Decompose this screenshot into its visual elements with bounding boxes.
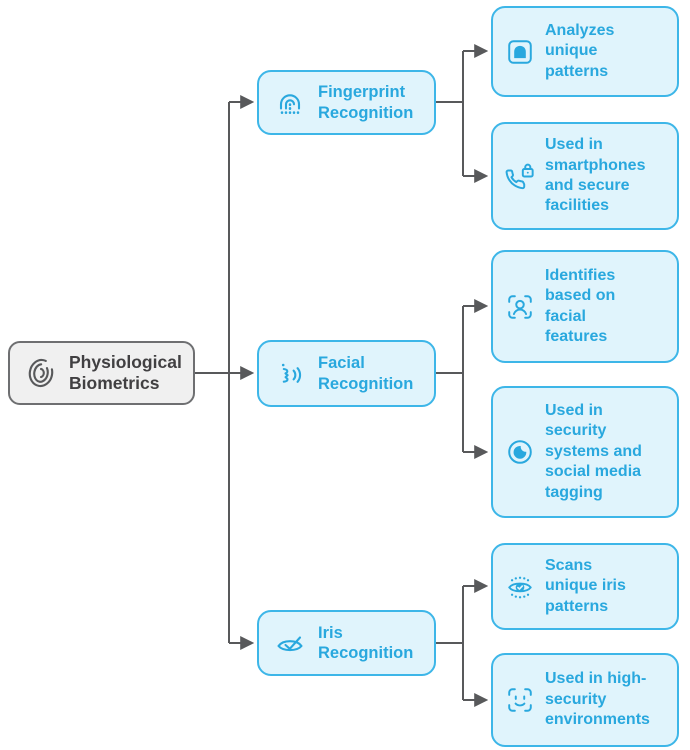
face-scan-icon	[505, 292, 535, 322]
leaf-smartphones-secure-facilities: Used in smartphones and secure facilitie…	[491, 122, 679, 230]
phone-lock-icon	[505, 161, 535, 191]
node-label: Used in high-security environments	[545, 670, 650, 729]
leaf-scans-iris-patterns: Scans unique iris patterns	[491, 543, 679, 630]
node-label: Fingerprint Recognition	[318, 83, 414, 122]
node-fingerprint-recognition: Fingerprint Recognition	[257, 70, 436, 135]
node-physiological-biometrics: Physiological Biometrics	[8, 341, 195, 405]
node-label: Analyzes unique patterns	[545, 21, 615, 80]
eye-check-icon	[274, 627, 306, 659]
node-label: Iris Recognition	[318, 623, 414, 662]
node-label: Identifies based on facial features	[545, 266, 616, 345]
node-label: Used in security systems and social medi…	[545, 401, 642, 501]
fingerprint-icon	[24, 356, 58, 390]
node-label: Facial Recognition	[318, 354, 414, 393]
node-facial-recognition: Facial Recognition	[257, 340, 436, 407]
camera-lens-icon	[505, 437, 535, 467]
face-id-icon	[505, 685, 535, 715]
node-label: Used in smartphones and secure facilitie…	[545, 136, 646, 215]
iris-scan-icon	[505, 572, 535, 602]
leaf-security-systems-social-tagging: Used in security systems and social medi…	[491, 386, 679, 518]
leaf-high-security-environments: Used in high-security environments	[491, 653, 679, 747]
leaf-analyzes-unique-patterns: Analyzes unique patterns	[491, 6, 679, 97]
node-label: Physiological Biometrics	[69, 351, 182, 393]
face-profile-waves-icon	[274, 358, 306, 390]
node-iris-recognition: Iris Recognition	[257, 610, 436, 676]
leaf-identifies-facial-features: Identifies based on facial features	[491, 250, 679, 363]
fingerprint-arch-icon	[274, 87, 306, 119]
fingerprint-badge-icon	[505, 37, 535, 67]
node-label: Scans unique iris patterns	[545, 556, 626, 615]
